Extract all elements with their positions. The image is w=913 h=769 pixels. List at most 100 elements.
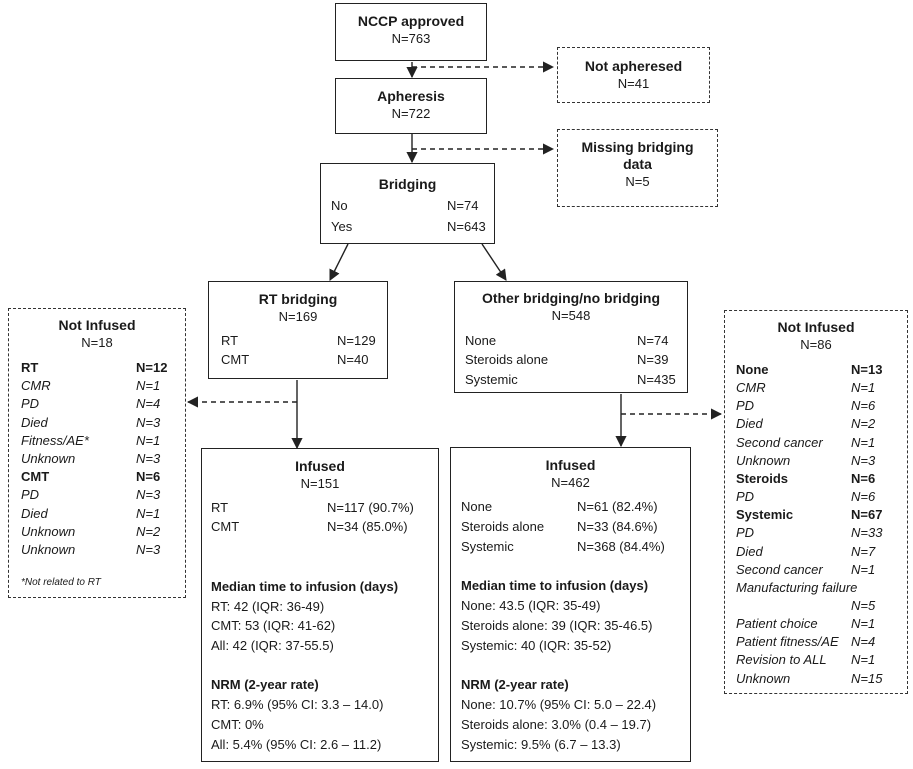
infused-other-title: Infused	[545, 457, 596, 473]
not-infused-rt-reason-label: Unknown	[21, 451, 76, 466]
infused-other-nrm-line: Steroids alone: 3.0% (0.4 – 19.7)	[461, 717, 652, 732]
not-infused-other-reason-count: N=13	[851, 362, 883, 377]
not-infused-other-reason-label: Revision to ALL	[736, 652, 827, 668]
infused-rt-nrm-line: All: 5.4% (95% CI: 2.6 – 11.2)	[211, 737, 382, 752]
not-infused-other-reason-label: None	[736, 362, 769, 377]
not-infused-rt-reason-label: Died	[21, 505, 48, 521]
not-infused-rt-reason-count: N=4	[136, 396, 161, 412]
not-infused-rt-reason-count: N=2	[136, 523, 161, 539]
not-infused-other-reason-count: N=1	[851, 434, 876, 450]
infused-rt-nrm-line: CMT: 0%	[211, 717, 264, 732]
not-infused-rt-reason-label: PD	[21, 396, 40, 412]
infused-rt-row-value: N=34 (85.0%)	[327, 519, 408, 534]
not-infused-other-reason-count: N=1	[851, 380, 876, 396]
other-bridging-box: Other bridging/no bridging N=548 None N=…	[454, 281, 688, 393]
infused-other-median-line: Systemic: 40 (IQR: 35-52)	[461, 638, 612, 653]
not-infused-rt-reason-label: Unknown	[21, 542, 76, 557]
infused-other-row-label: Systemic	[461, 539, 514, 554]
not-infused-other-reason-count: N=6	[851, 489, 876, 505]
infused-other-median-title: Median time to infusion (days)	[461, 578, 649, 593]
infused-rt-count: N=151	[300, 476, 340, 491]
not-infused-rt-reason-count: N=12	[136, 360, 168, 375]
not-infused-rt-reason-label: Died	[21, 414, 48, 430]
not-infused-other-reason-label: PD	[736, 525, 755, 541]
not-infused-other-reason-label: PD	[736, 398, 755, 414]
not-infused-other-reason-label: Systemic	[736, 507, 794, 523]
not-infused-rt-title: Not Infused	[58, 317, 136, 333]
infused-other-count: N=462	[551, 475, 590, 490]
rt-bridging-title: RT bridging	[258, 291, 338, 307]
infused-rt-median-line: RT: 42 (IQR: 36-49)	[211, 599, 325, 614]
rt-bridging-row-value: N=40	[337, 352, 369, 367]
infused-rt-row-label: RT	[211, 500, 229, 515]
arrow-bridging-to-rt	[329, 243, 349, 282]
not-infused-rt-reason-label: Fitness/AE*	[21, 432, 89, 448]
rt-bridging-row-label: RT	[221, 333, 239, 348]
bridging-row-label: Yes	[331, 219, 353, 234]
not-infused-other-reason-count: N=1	[851, 616, 876, 632]
not-infused-other-count: N=86	[800, 337, 832, 352]
arrow-bridging-to-other	[481, 243, 507, 281]
not-infused-other-reason-label: Died	[736, 416, 763, 432]
not-infused-rt-reason-label: CMT	[21, 469, 50, 485]
other-bridging-row-value: N=74	[637, 333, 669, 348]
bridging-box: Bridging No N=74 Yes N=643	[320, 163, 495, 244]
bridging-title: Bridging	[378, 176, 437, 192]
infused-rt-median-line: All: 42 (IQR: 37-55.5)	[211, 638, 334, 653]
infused-other-median-line: Steroids alone: 39 (IQR: 35-46.5)	[461, 618, 653, 633]
not-infused-other-reason-label: Unknown	[736, 452, 791, 468]
not-infused-other-reason-label: Second cancer	[736, 434, 823, 450]
not-infused-rt-reason-count: N=3	[136, 451, 161, 466]
rt-bridging-row-value: N=129	[337, 333, 376, 348]
not-infused-rt-reason-label: PD	[21, 487, 40, 503]
not-infused-rt-count: N=18	[81, 335, 113, 350]
not-infused-rt-reason-count: N=1	[136, 505, 161, 521]
not-infused-other-reason-count: N=15	[851, 670, 883, 686]
bridging-row-value: N=74	[447, 198, 479, 213]
infused-rt-median-line: CMT: 53 (IQR: 41-62)	[211, 618, 336, 633]
infused-rt-median-title: Median time to infusion (days)	[211, 579, 399, 594]
infused-other-median-line: None: 43.5 (IQR: 35-49)	[461, 598, 601, 613]
infused-other-row-label: Steroids alone	[461, 519, 545, 534]
not-infused-other-title: Not Infused	[777, 319, 855, 335]
nccp-title: NCCP approved	[357, 13, 465, 29]
infused-other-nrm-line: Systemic: 9.5% (6.7 – 13.3)	[461, 737, 621, 752]
infused-other-nrm-line: None: 10.7% (95% CI: 5.0 – 22.4)	[461, 697, 657, 712]
not-infused-other-reason-count: N=6	[851, 470, 876, 486]
not-infused-other-reason-label: Second cancer	[736, 561, 823, 577]
not-infused-rt-reason-label: Unknown	[21, 523, 76, 539]
other-bridging-row-label: None	[465, 333, 497, 348]
not-infused-other-reason-count: N=7	[851, 543, 876, 559]
infused-other-box: Infused N=462 None N=61 (82.4%) Steroids…	[450, 447, 691, 762]
not-apheresed-count: N=41	[617, 76, 650, 91]
rt-bridging-box: RT bridging N=169 RT N=129 CMT N=40	[208, 281, 388, 379]
nccp-approved-box: NCCP approved N=763	[335, 3, 487, 61]
nccp-count: N=763	[391, 31, 431, 46]
not-infused-rt-reason-count: N=3	[136, 487, 161, 503]
apheresis-count: N=722	[391, 106, 431, 121]
missing-bridging-title-line1: Missing bridging	[581, 139, 694, 155]
apheresis-title: Apheresis	[377, 88, 445, 104]
not-infused-rt-reason-count: N=1	[136, 432, 161, 448]
not-infused-other-reason-count: N=1	[851, 561, 876, 577]
other-bridging-row-label: Steroids alone	[465, 352, 549, 367]
not-infused-other-reason-label: Patient fitness/AE	[736, 634, 839, 650]
not-infused-other-reason-label: CMR	[736, 380, 766, 396]
not-apheresed-box: Not apheresed N=41	[557, 47, 710, 103]
other-bridging-row-value: N=39	[637, 352, 669, 367]
infused-rt-nrm-title: NRM (2-year rate)	[211, 677, 319, 692]
not-infused-other-reason-label: Unknown	[736, 670, 791, 686]
not-infused-other-reason-count: N=67	[851, 507, 883, 523]
rt-bridging-count: N=169	[278, 309, 318, 324]
not-infused-rt-reason-label: CMR	[21, 378, 51, 394]
not-infused-other-reason-count: N=4	[851, 634, 876, 650]
other-bridging-row-label: Systemic	[465, 372, 518, 387]
infused-rt-box: Infused N=151 RT N=117 (90.7%) CMT N=34 …	[201, 448, 439, 762]
not-infused-other-reason-label: Patient choice	[736, 616, 818, 632]
not-infused-rt-footnote: *Not related to RT	[21, 577, 101, 588]
rt-bridging-row-label: CMT	[221, 352, 250, 367]
other-bridging-count: N=548	[551, 308, 591, 323]
